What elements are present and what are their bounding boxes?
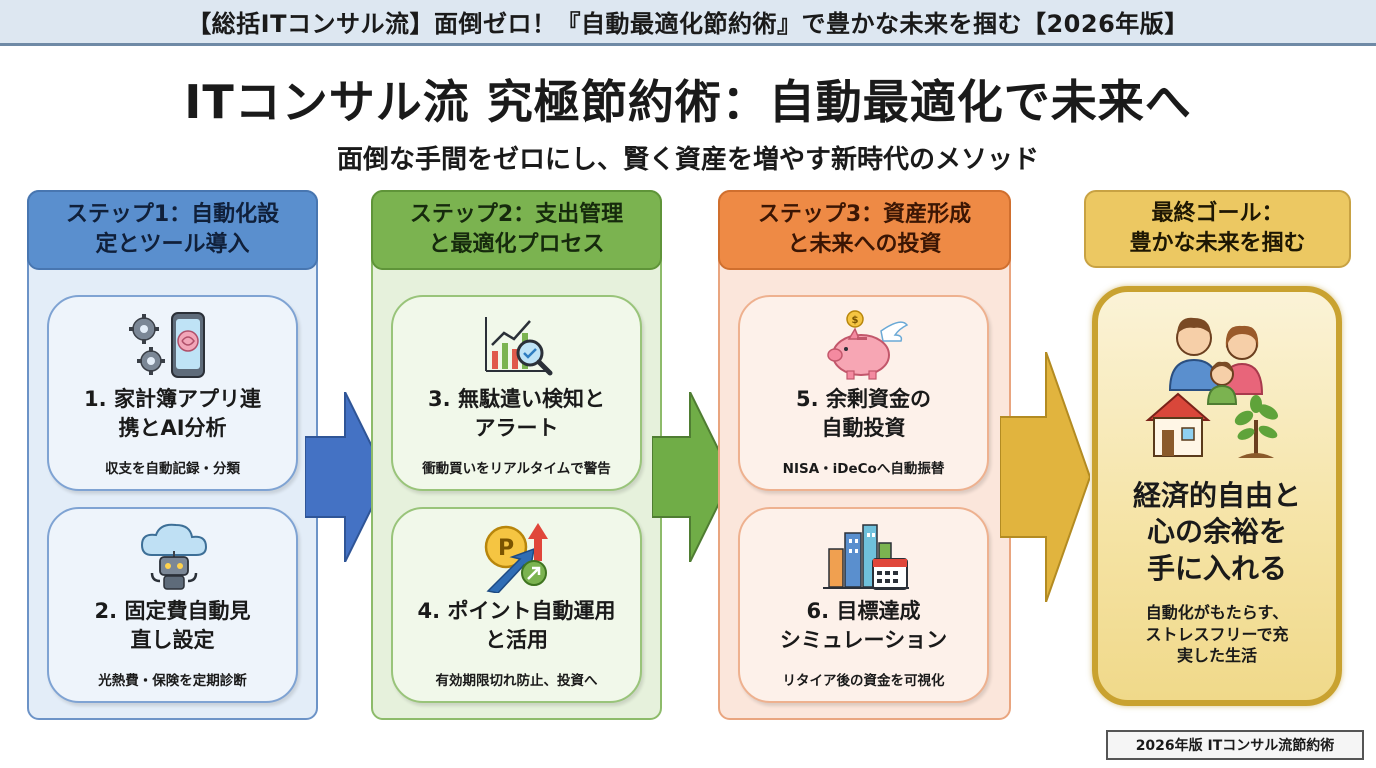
step3-header: ステップ3：資産形成 と未来への投資 bbox=[718, 190, 1011, 270]
card-description: リタイア後の資金を可視化 bbox=[782, 673, 945, 689]
svg-text:$: $ bbox=[852, 315, 859, 326]
arrow-right-icon bbox=[652, 392, 732, 562]
card-title: 3. 無駄遣い検知と アラート bbox=[428, 387, 605, 440]
goal-card: 経済的自由と 心の余裕を 手に入れる 自動化がもたらす、 ストレスフリーで充 実… bbox=[1092, 286, 1342, 706]
card-title: 2. 固定費自動見 直し設定 bbox=[94, 599, 251, 652]
arrow-right-icon bbox=[305, 392, 387, 562]
step2-card-waste-detect: 3. 無駄遣い検知と アラート 衝動買いをリアルタイムで警告 bbox=[391, 295, 642, 491]
step1-header: ステップ1：自動化設 定とツール導入 bbox=[27, 190, 318, 270]
card-title: 4. ポイント自動運用 と活用 bbox=[417, 599, 616, 652]
gear-smartphone-ai-icon bbox=[129, 312, 205, 378]
family-house-tree-icon bbox=[1145, 317, 1278, 458]
goal-header: 最終ゴール： 豊かな未来を掴む bbox=[1084, 190, 1351, 268]
card-description: 収支を自動記録・分類 bbox=[105, 461, 240, 477]
flying-piggy-bank-icon: $ bbox=[827, 310, 909, 380]
step2-card-point-invest: P 4. ポイント自動運用 と活用 有効期限切れ防止、投資へ bbox=[391, 507, 642, 703]
top-banner: 【総括ITコンサル流】面倒ゼロ！『自動最適化節約術』で豊かな未来を掴む【2026… bbox=[0, 0, 1376, 46]
footer-label: 2026年版 ITコンサル流節約術 bbox=[1106, 730, 1364, 760]
arrow-right-icon bbox=[1000, 352, 1090, 602]
card-description: 衝動買いをリアルタイムで警告 bbox=[422, 461, 611, 477]
step2-header: ステップ2：支出管理 と最適化プロセス bbox=[371, 190, 662, 270]
chart-magnifier-icon bbox=[485, 317, 553, 376]
page-title: ITコンサル流 究極節約術：自動最適化で未来へ bbox=[184, 75, 1192, 129]
city-calendar-icon bbox=[823, 524, 909, 590]
step1-card-fixed-cost: 2. 固定費自動見 直し設定 光熱費・保険を定期診断 bbox=[47, 507, 298, 703]
page-subtitle: 面倒な手間をゼロにし、賢く資産を増やす新時代のメソッド bbox=[336, 145, 1039, 175]
step1-card-app-ai: 1. 家計簿アプリ連 携とAI分析 収支を自動記録・分類 bbox=[47, 295, 298, 491]
step1-column: ステップ1：自動化設 定とツール導入 1. 家計簿アプリ連 携とAI分析 収支を… bbox=[27, 190, 318, 720]
step3-card-auto-invest: $ 5. 余剰資金の 自動投資 NISA・iDeCoへ自動振替 bbox=[738, 295, 989, 491]
svg-text:P: P bbox=[498, 536, 514, 561]
goal-main-text: 経済的自由と 心の余裕を 手に入れる bbox=[1132, 479, 1301, 585]
card-title: 6. 目標達成 シミュレーション bbox=[779, 599, 948, 652]
card-description: 光熱費・保険を定期診断 bbox=[98, 673, 247, 689]
step3-card-simulation: 6. 目標達成 シミュレーション リタイア後の資金を可視化 bbox=[738, 507, 989, 703]
card-title: 5. 余剰資金の 自動投資 bbox=[796, 387, 931, 440]
step3-column: ステップ3：資産形成 と未来への投資 $ 5. 余剰資金の 自動投資 NISA・… bbox=[718, 190, 1011, 720]
goal-sub-text: 自動化がもたらす、 ストレスフリーで充 実した生活 bbox=[1145, 603, 1289, 666]
step2-column: ステップ2：支出管理 と最適化プロセス 3. 無駄遣い検知と アラート 衝動買い… bbox=[371, 190, 662, 720]
card-title: 1. 家計簿アプリ連 携とAI分析 bbox=[84, 387, 261, 440]
point-coin-growth-icon: P bbox=[484, 523, 548, 593]
cloud-robot-icon bbox=[140, 523, 208, 590]
card-description: 有効期限切れ防止、投資へ bbox=[435, 673, 598, 689]
card-description: NISA・iDeCoへ自動振替 bbox=[782, 461, 945, 477]
